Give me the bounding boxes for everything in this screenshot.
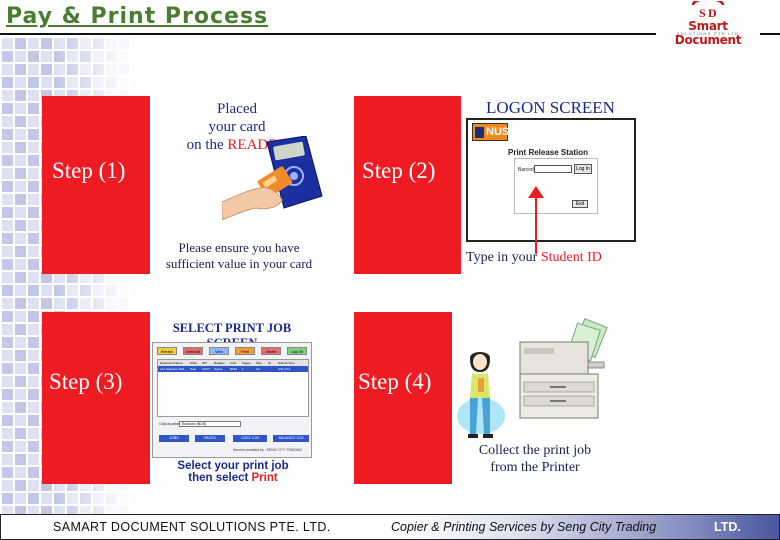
footer-company-name: SAMART DOCUMENT SOLUTIONS PTE. LTD. [53, 520, 331, 534]
step-1-label: Step (1) [52, 158, 125, 184]
print-release-title: Print Release Station [508, 148, 588, 157]
step-3-bottom-line-1: Select your print job [150, 460, 316, 472]
step-1-caption-on: on the [187, 137, 224, 153]
nus-logo: NUS [472, 123, 508, 141]
job-table-row[interactable]: test-Software Wiki... Post COPY Space $0… [158, 366, 308, 372]
cell-jpy: COPY [202, 366, 211, 372]
step-1-caption-line-1: Placed [150, 100, 324, 118]
step-3-label: Step (3) [49, 369, 122, 395]
toolbar-print-button[interactable]: Print [235, 347, 255, 355]
step-3-panel: Step (3) SELECT PRINT JOB SCREEN Refresh… [42, 312, 318, 484]
step-1-bottom-line-2: sufficient value in your card [154, 256, 324, 272]
pages-button[interactable]: PAGES [195, 435, 225, 442]
hand-shape [222, 188, 282, 220]
job-table: Document Name Pride JPY Rebater Cost Pag… [157, 359, 309, 417]
nus-crest-icon [475, 127, 484, 138]
logon-screen-mock: NUS Print Release Station Barcode Log In… [466, 118, 636, 242]
step-3-bottom-line-2: then select Print [150, 472, 316, 484]
toolbar-delete-button[interactable]: Delete [261, 347, 281, 355]
footer-bar: SAMART DOCUMENT SOLUTIONS PTE. LTD. Copi… [0, 514, 780, 540]
sd-logo-icon: S D [690, 1, 726, 19]
step-4-bottom-line-1: Collect the print job [454, 442, 616, 459]
output-pattern-select[interactable]: Economi (NUS) [179, 421, 241, 427]
cell-pride: Post [190, 366, 196, 372]
cost-button[interactable]: COST: 0.00 [233, 435, 267, 442]
service-note: Service provided by : SENG CITY TRADING [233, 448, 302, 452]
step-2-label: Step (2) [362, 158, 435, 184]
step-2-panel: Step (2) LOGON SCREEN NUS Print Release … [354, 96, 640, 274]
step-1-panel: Step (1) Placed your card on the READER … [42, 96, 324, 274]
brand-logo: S D Smart Document SOLUTIONS PTE LTD [656, 0, 760, 40]
toolbar-refresh-button[interactable]: Refresh [157, 347, 177, 355]
balance-button[interactable]: BALANCE: 0.00 [273, 435, 309, 442]
print-job-screen-mock: Refresh Select All View Print Delete Log… [152, 342, 312, 458]
cell-cost: $040 [230, 366, 237, 372]
cell-pages: 1 [242, 366, 244, 372]
cell-submit-time: 2/11 2:14 [278, 366, 290, 372]
arrow-up-icon [526, 184, 546, 254]
svg-text:S: S [699, 6, 706, 19]
student-illustration [454, 348, 508, 444]
step-2-caption-prefix: Type in your [466, 250, 537, 265]
nus-logo-text: NUS [486, 126, 509, 138]
step-3-red-block [42, 312, 150, 484]
jobs-button[interactable]: JOBS [159, 435, 189, 442]
logo-subtitle: SOLUTIONS PTE LTD [656, 31, 760, 36]
cell-size: A4 [256, 366, 260, 372]
footer-suffix: LTD. [714, 520, 741, 534]
toolbar: Refresh Select All View Print Delete Log… [157, 347, 309, 357]
step-4-red-block [354, 312, 452, 484]
cell-rebater: Space [214, 366, 223, 372]
step-1-caption-bottom: Please ensure you have sufficient value … [154, 240, 324, 272]
step-3-caption-prefix: then select [188, 472, 248, 484]
step-1-bottom-line-1: Please ensure you have [154, 240, 324, 256]
step-4-caption-bottom: Collect the print job from the Printer [454, 442, 616, 476]
footer-service-credit: Copier & Printing Services by Seng City … [391, 520, 656, 534]
cell-document: test-Software Wiki... [160, 366, 187, 372]
step-3-caption-bottom: Select your print job then select Print [150, 460, 316, 484]
page-title: Pay & Print Process [6, 4, 268, 29]
card-reader-illustration [222, 136, 324, 234]
step-3-caption-highlight: Print [252, 472, 278, 484]
step-1-red-block [42, 96, 150, 274]
step-4-bottom-line-2: from the Printer [454, 459, 616, 476]
step-4-label: Step (4) [358, 369, 431, 395]
toolbar-logoff-button[interactable]: Log Off [287, 347, 307, 355]
step-2-caption-bottom: Type in your Student ID [466, 250, 602, 266]
toolbar-view-button[interactable]: View [209, 347, 229, 355]
step-2-red-block [354, 96, 461, 274]
step-4-panel: Step (4) Collect the [354, 312, 616, 484]
step-2-caption-highlight: Student ID [541, 250, 602, 265]
toolbar-select-all-button[interactable]: Select All [183, 347, 203, 355]
step-1-caption-line-2: your card [150, 118, 324, 136]
step-2-caption-top: LOGON SCREEN [461, 98, 640, 118]
svg-text:D: D [708, 6, 717, 19]
printer-illustration [516, 312, 616, 424]
